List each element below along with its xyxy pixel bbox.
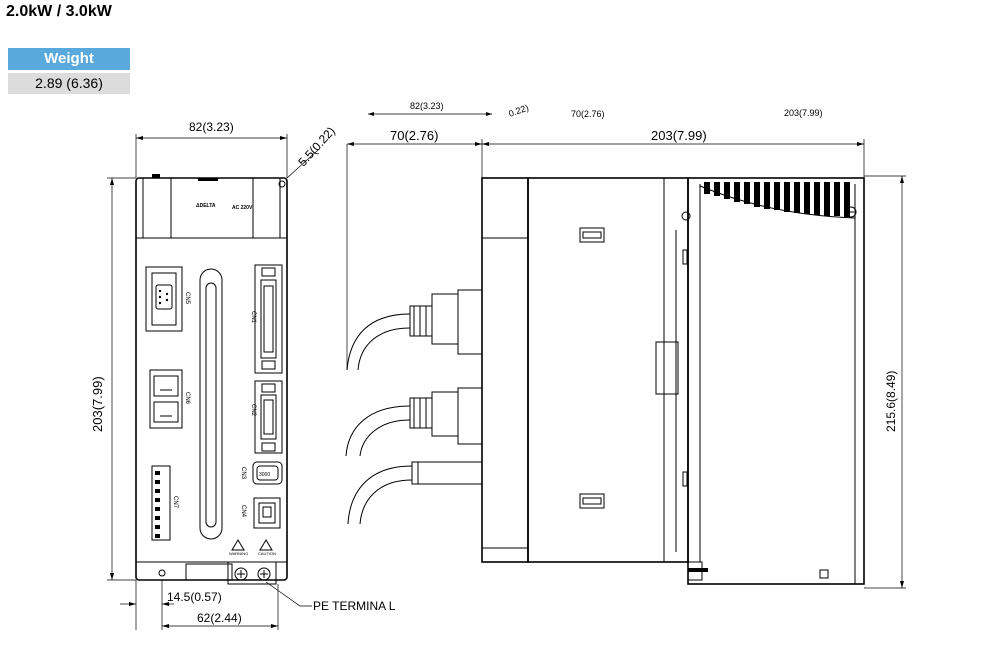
- front-corner-dim: 5.5(0.22): [295, 124, 338, 169]
- side-top-dim-2: 0.22): [507, 102, 530, 118]
- cn6-label: CN6: [184, 392, 190, 405]
- front-height-dim: 203(7.99): [90, 376, 105, 432]
- caution-label: CAUTION: [258, 551, 276, 556]
- cn3-port-label: 3000: [259, 472, 270, 478]
- cn4-label: CN4: [240, 505, 246, 518]
- cn1-label: CN1: [250, 311, 256, 324]
- weight-header: Weight: [8, 48, 130, 70]
- warning-label: WARNING: [229, 551, 248, 556]
- side-top-dim-4: 203(7.99): [784, 108, 823, 118]
- cn3-label: CN3: [240, 467, 246, 480]
- front-width-dim: 82(3.23): [189, 120, 234, 134]
- pe-terminal-label: PE TERMINA L: [313, 599, 396, 613]
- cn2-label: CN2: [250, 404, 256, 417]
- cn5-label: CN5: [184, 292, 190, 305]
- side-depth-dim-right: 203(7.99): [651, 128, 707, 143]
- svg-text:AC 220V: AC 220V: [232, 205, 253, 211]
- weight-value: 2.89 (6.36): [8, 73, 130, 94]
- heatsink-fins: [704, 182, 850, 217]
- front-bottom-mount-dim: 62(2.44): [197, 611, 242, 625]
- front-view: 82(3.23) 5.5(0.22) 203(7.99) ΔDELTA AC 2…: [90, 120, 396, 630]
- side-top-dim-3: 70(2.76): [571, 109, 605, 119]
- side-top-dim-1: 82(3.23): [410, 101, 444, 111]
- side-depth-dim-left: 70(2.76): [390, 128, 438, 143]
- cn7-label: CN7: [172, 496, 178, 509]
- front-bottom-offset-dim: 14.5(0.57): [167, 590, 222, 604]
- page-title: 2.0kW / 3.0kW: [6, 3, 112, 20]
- side-view: 82(3.23) 0.22) 70(2.76) 203(7.99) 70(2.7…: [345, 101, 906, 589]
- cables: [345, 289, 483, 525]
- side-height-dim: 215.6(8.49): [884, 371, 898, 432]
- svg-text:ΔDELTA: ΔDELTA: [196, 203, 216, 209]
